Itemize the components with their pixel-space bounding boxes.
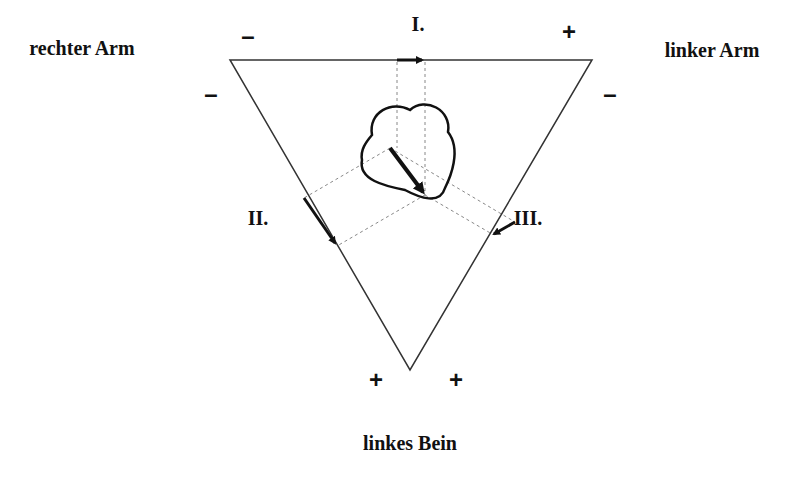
limb-label: rechter Arm: [29, 38, 134, 58]
polarity-sign: +: [449, 368, 463, 392]
heart-vector: [390, 148, 423, 192]
polarity-sign: –: [241, 24, 254, 48]
lead-label: I.: [412, 14, 425, 34]
lead-label: III.: [514, 208, 542, 228]
projection-lines: [304, 62, 515, 246]
lead-label: II.: [248, 208, 269, 228]
lead-i-vector: [397, 59, 422, 62]
limb-label: linkes Bein: [363, 433, 457, 453]
triangle-outline: [230, 60, 592, 370]
polarity-sign: +: [369, 368, 383, 392]
limb-label: linker Arm: [665, 40, 760, 60]
heart-outline: [362, 104, 455, 198]
polarity-sign: –: [603, 82, 616, 106]
lead-ii-vector: [304, 198, 335, 243]
polarity-sign: –: [204, 82, 217, 106]
polarity-sign: +: [562, 20, 576, 44]
lead-iii-vector: [494, 222, 515, 234]
